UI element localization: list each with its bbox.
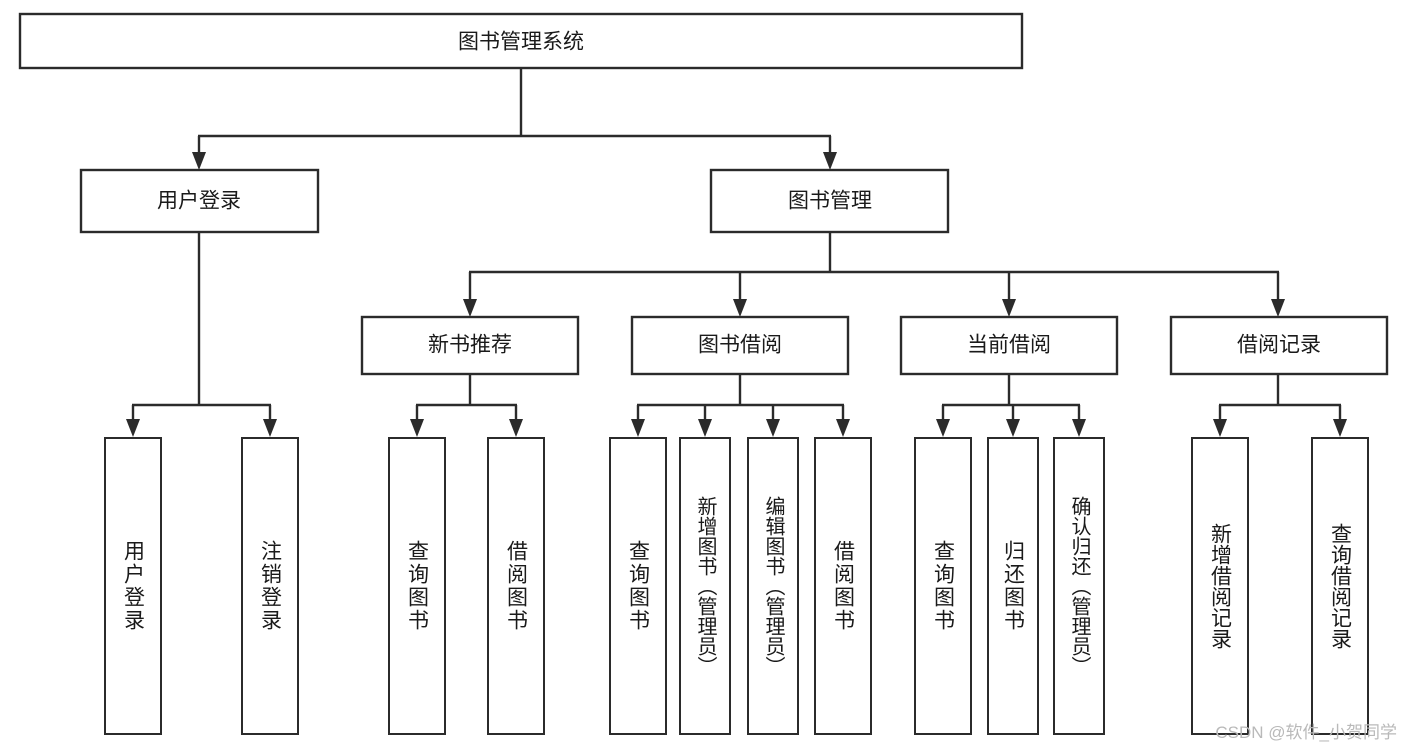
node-leaf-add-borrow-record[interactable]: 新增借阅记录: [1191, 437, 1249, 735]
node-leaf-logout-login-label: 注销登录: [258, 540, 282, 632]
node-book-borrow[interactable]: 图书借阅: [630, 315, 850, 376]
arrowhead-book-management: [823, 152, 837, 170]
node-leaf-query-book-1[interactable]: 查询图书: [388, 437, 446, 735]
node-borrow-record[interactable]: 借阅记录: [1169, 315, 1389, 376]
arrowhead-book-borrow: [733, 299, 747, 317]
node-leaf-return-book-label: 归还图书: [1001, 540, 1025, 632]
node-leaf-query-borrow-record[interactable]: 查询借阅记录: [1311, 437, 1369, 735]
node-book-borrow-label: 图书借阅: [698, 334, 782, 357]
node-user-login-box[interactable]: [79, 168, 320, 234]
node-leaf-query-book-2[interactable]: 查询图书: [609, 437, 667, 735]
node-root-box[interactable]: [18, 12, 1024, 70]
node-root[interactable]: 图书管理系统: [18, 12, 1024, 70]
node-leaf-query-book-3[interactable]: 查询图书: [914, 437, 972, 735]
node-leaf-user-login[interactable]: 用户登录: [104, 437, 162, 735]
arrowhead-leaf-confirm-return-admin: [1072, 419, 1086, 437]
node-leaf-edit-book-admin[interactable]: 编辑图书（管理员）: [747, 437, 799, 735]
node-leaf-borrow-book-2[interactable]: 借阅图书: [814, 437, 872, 735]
arrowhead-leaf-query-book-3: [936, 419, 950, 437]
node-leaf-confirm-return-admin-label: 确认归还（管理员）: [1068, 496, 1090, 676]
node-leaf-borrow-book-2-label: 借阅图书: [831, 540, 855, 632]
node-user-login-label: 用户登录: [157, 190, 241, 213]
arrowhead-leaf-add-book-admin: [698, 419, 712, 437]
node-book-management-label: 图书管理: [788, 190, 872, 213]
node-leaf-return-book[interactable]: 归还图书: [987, 437, 1039, 735]
arrowhead-leaf-query-book-2: [631, 419, 645, 437]
node-leaf-add-book-admin-label: 新增图书（管理员）: [694, 496, 716, 676]
node-borrow-record-box[interactable]: [1169, 315, 1389, 376]
node-new-book-recommend[interactable]: 新书推荐: [360, 315, 580, 376]
arrowhead-leaf-logout-login: [263, 419, 277, 437]
arrowhead-leaf-query-borrow-record: [1333, 419, 1347, 437]
node-leaf-borrow-book-1[interactable]: 借阅图书: [487, 437, 545, 735]
connector-layer: [126, 68, 1347, 437]
node-user-login[interactable]: 用户登录: [79, 168, 320, 234]
arrowhead-new-book-recommend: [463, 299, 477, 317]
csdn-watermark: CSDN @软件_小贺同学: [1215, 723, 1397, 742]
node-book-management-box[interactable]: [709, 168, 950, 234]
arrowhead-leaf-borrow-book-1: [509, 419, 523, 437]
arrowhead-borrow-record: [1271, 299, 1285, 317]
node-leaf-user-login-label: 用户登录: [121, 540, 145, 632]
node-borrow-record-label: 借阅记录: [1237, 334, 1321, 357]
arrowhead-leaf-add-borrow-record: [1213, 419, 1227, 437]
arrowhead-current-borrow: [1002, 299, 1016, 317]
arrowhead-leaf-return-book: [1006, 419, 1020, 437]
node-leaf-add-book-admin[interactable]: 新增图书（管理员）: [679, 437, 731, 735]
node-current-borrow-box[interactable]: [899, 315, 1119, 376]
node-leaf-confirm-return-admin[interactable]: 确认归还（管理员）: [1053, 437, 1105, 735]
node-leaf-query-book-3-label: 查询图书: [931, 540, 955, 632]
node-leaf-add-borrow-record-label: 新增借阅记录: [1208, 523, 1232, 649]
node-leaf-borrow-book-1-label: 借阅图书: [504, 540, 528, 632]
node-leaf-edit-book-admin-label: 编辑图书（管理员）: [762, 496, 784, 676]
arrowhead-user-login: [192, 152, 206, 170]
node-leaf-logout-login[interactable]: 注销登录: [241, 437, 299, 735]
arrowhead-leaf-query-book-1: [410, 419, 424, 437]
node-leaf-query-borrow-record-label: 查询借阅记录: [1328, 523, 1352, 649]
node-leaf-query-book-1-label: 查询图书: [405, 540, 429, 632]
arrowhead-leaf-user-login: [126, 419, 140, 437]
arrowhead-leaf-edit-book-admin: [766, 419, 780, 437]
node-book-borrow-box[interactable]: [630, 315, 850, 376]
node-layer-horizontal: 图书管理系统 用户登录 图书管理 新书推荐 图书借阅 当前借阅: [18, 12, 1389, 376]
node-new-book-recommend-box[interactable]: [360, 315, 580, 376]
node-root-label: 图书管理系统: [458, 31, 584, 54]
node-new-book-recommend-label: 新书推荐: [428, 334, 512, 357]
node-book-management[interactable]: 图书管理: [709, 168, 950, 234]
node-current-borrow[interactable]: 当前借阅: [899, 315, 1119, 376]
node-leaf-query-book-2-label: 查询图书: [626, 540, 650, 632]
node-current-borrow-label: 当前借阅: [967, 334, 1051, 357]
arrowhead-leaf-borrow-book-2: [836, 419, 850, 437]
